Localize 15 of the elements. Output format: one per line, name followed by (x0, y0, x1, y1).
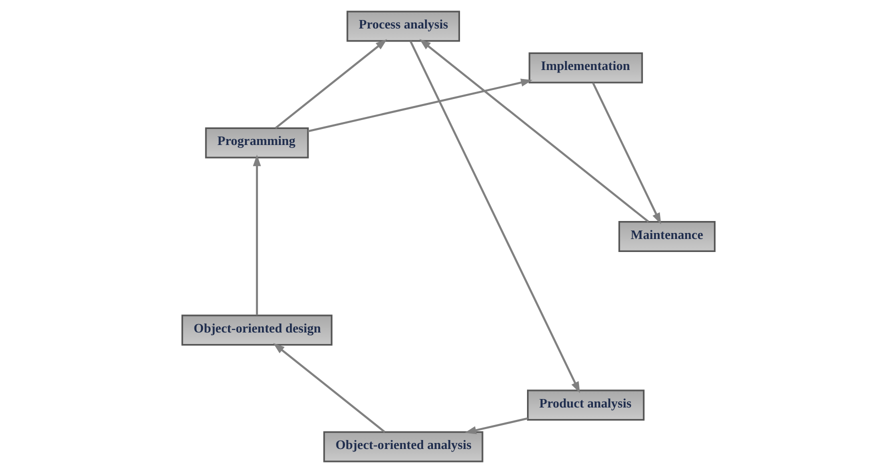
node-box: Object-oriented design (180, 314, 332, 346)
arrow (274, 39, 387, 129)
arrow (409, 40, 580, 394)
arrow (307, 78, 532, 132)
arrow (418, 39, 649, 223)
node-box: Programming (204, 127, 308, 158)
arrow (252, 154, 260, 316)
arrow (272, 343, 385, 433)
node-box: Process analysis (346, 10, 460, 42)
node-box: Object-oriented analysis (322, 431, 483, 462)
arrow (464, 417, 528, 434)
node-box: Product analysis (526, 390, 644, 421)
node-box: Implementation (528, 52, 642, 84)
arrow (592, 82, 661, 224)
node-box: Maintenance (618, 221, 716, 252)
